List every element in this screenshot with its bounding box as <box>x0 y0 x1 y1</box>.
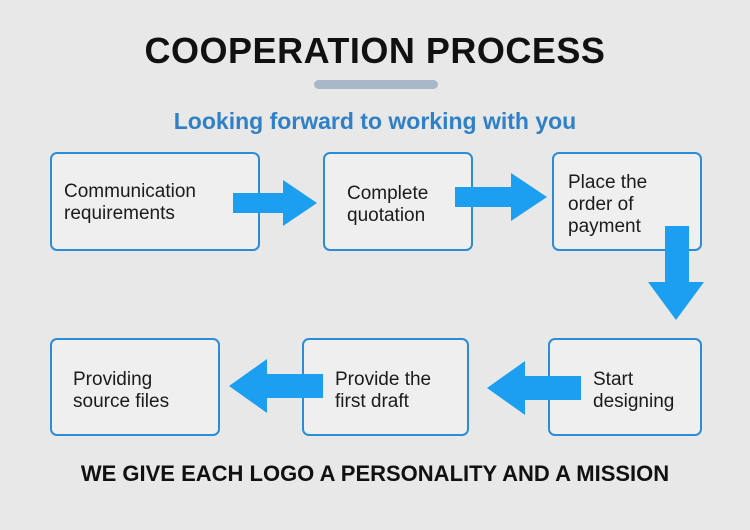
page-title: COOPERATION PROCESS <box>144 30 606 71</box>
arrow-right-icon <box>233 180 317 226</box>
step-box-quotation <box>323 152 473 251</box>
arrow-left-icon <box>487 361 581 415</box>
step-label-quotation: Complete quotation <box>347 183 429 226</box>
page-subtitle: Looking forward to working with you <box>173 108 577 134</box>
arrow-left-icon <box>229 359 323 413</box>
step-label-source-files: Providing source files <box>73 369 170 412</box>
tagline: WE GIVE EACH LOGO A PERSONALITY AND A MI… <box>80 461 670 486</box>
step-box-source-files <box>50 338 220 436</box>
arrow-down-icon <box>648 226 704 320</box>
step-label-payment: Place the order of payment <box>568 172 648 237</box>
arrow-right-icon <box>455 173 547 221</box>
title-underline <box>314 80 438 89</box>
step-box-designing <box>548 338 702 436</box>
step-label-first-draft: Provide the first draft <box>335 369 432 412</box>
step-label-communication: Communication requirements <box>64 181 196 224</box>
step-label-designing: Start designing <box>593 369 675 412</box>
step-box-communication <box>50 152 260 251</box>
